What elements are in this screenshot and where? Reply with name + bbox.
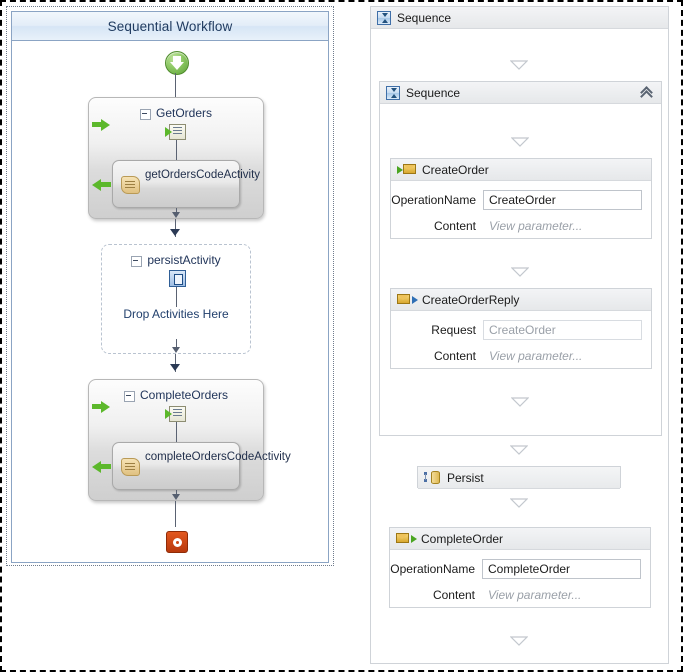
activity-getorderscodeactivity[interactable]: getOrdersCodeActivity: [112, 160, 261, 208]
persist-icon: [424, 470, 441, 485]
property-link-content[interactable]: View parameter...: [488, 588, 582, 602]
activity-createorder-header[interactable]: CreateOrder: [391, 159, 651, 181]
out-arrow-stem: [101, 464, 111, 469]
activity-persistactivity[interactable]: persistActivity Drop Activities Here: [101, 244, 251, 354]
drop-target-triangle-icon[interactable]: [511, 267, 529, 277]
property-link-content[interactable]: View parameter...: [489, 219, 583, 233]
activity-completeorders[interactable]: CompleteOrders completeOrdersCodeActivit…: [88, 379, 291, 501]
connector-line: [176, 422, 177, 443]
property-label-operationname: OperationName: [391, 193, 476, 207]
property-input-operationname[interactable]: CreateOrder: [483, 190, 642, 210]
out-arrow-icon: [92, 461, 101, 473]
connector-line: [175, 501, 176, 527]
activity-getorders[interactable]: GetOrders getOrdersCodeActivity: [88, 97, 264, 219]
property-readonly-request[interactable]: CreateOrder: [483, 320, 642, 340]
activity-completeorderscodeactivity-label: completeOrdersCodeActivity: [145, 451, 291, 463]
property-label-content: Content: [433, 219, 476, 233]
sendreply-message-icon: [397, 293, 418, 306]
out-arrow-icon: [92, 179, 101, 191]
receive-sequence-icon: [165, 124, 186, 140]
drop-activities-placeholder: Drop Activities Here: [123, 307, 229, 321]
activity-persistactivity-header[interactable]: persistActivity: [102, 253, 250, 267]
sequence-root-label: Sequence: [397, 10, 452, 25]
sequence-inner-card[interactable]: Sequence CreateOrder OperationName Creat…: [379, 81, 662, 436]
property-row: Content View parameter...: [390, 582, 650, 608]
property-row: OperationName CreateOrder: [391, 187, 651, 213]
wf4-designer[interactable]: Sequence Sequence CreateOrder: [370, 6, 669, 664]
activity-createorder[interactable]: CreateOrder OperationName CreateOrder Co…: [390, 158, 652, 239]
workflow-title: Sequential Workflow: [11, 11, 329, 41]
activity-persist-header[interactable]: Persist: [418, 467, 620, 489]
property-label-request: Request: [431, 323, 476, 337]
drop-target-triangle-icon[interactable]: [510, 60, 528, 70]
property-row: OperationName CompleteOrder: [390, 556, 650, 582]
receive-message-icon: [397, 163, 416, 176]
activity-persist-label: Persist: [447, 470, 484, 485]
sequence-icon: [377, 10, 391, 25]
in-arrow-icon: [101, 119, 110, 131]
connector-line: [176, 140, 177, 161]
activity-createorder-label: CreateOrder: [422, 162, 489, 177]
connector-arrow: [172, 347, 180, 353]
drop-target-triangle-icon[interactable]: [510, 636, 528, 646]
activity-getorders-label: GetOrders: [155, 106, 212, 120]
connector-line: [176, 339, 177, 351]
activity-completeorder[interactable]: CompleteOrder OperationName CompleteOrde…: [389, 527, 651, 608]
activity-persist[interactable]: Persist: [417, 466, 621, 489]
activity-createorderreply-label: CreateOrderReply: [422, 292, 520, 307]
connector-arrow: [170, 229, 180, 236]
collapse-expander-icon[interactable]: [139, 108, 151, 120]
sequence-inner-body[interactable]: CreateOrder OperationName CreateOrder Co…: [380, 104, 661, 435]
property-row: Content View parameter...: [391, 343, 651, 369]
property-label-content: Content: [433, 349, 476, 363]
sequence-inner-label: Sequence: [406, 85, 461, 100]
property-label-operationname: OperationName: [390, 562, 475, 576]
chevron-up-icon[interactable]: [641, 86, 654, 99]
sequence-inner-header[interactable]: Sequence: [380, 82, 661, 104]
connector-line: [175, 354, 176, 372]
receive-sequence-icon: [165, 406, 186, 422]
persist-blue-icon: [169, 270, 186, 287]
activity-completeorder-header[interactable]: CompleteOrder: [390, 528, 650, 550]
drop-target-triangle-icon[interactable]: [510, 498, 528, 508]
drop-target-triangle-icon[interactable]: [510, 445, 528, 455]
drop-target-triangle-icon[interactable]: [511, 137, 529, 147]
activity-persistactivity-label: persistActivity: [147, 253, 221, 267]
activity-completeorders-header[interactable]: CompleteOrders: [89, 388, 263, 402]
connector-line: [175, 219, 176, 237]
code-scroll-icon: [121, 176, 140, 194]
in-arrow-stem: [92, 122, 102, 127]
stop-red-circle-icon[interactable]: [166, 531, 188, 553]
collapse-expander-icon[interactable]: [123, 390, 135, 402]
start-green-arrow-icon[interactable]: [165, 51, 189, 75]
receive-message-icon: [396, 532, 417, 545]
sequence-icon: [386, 85, 400, 100]
code-scroll-icon: [121, 458, 140, 476]
sequence-root-header[interactable]: Sequence: [371, 7, 668, 29]
out-arrow-stem: [101, 182, 111, 187]
connector-arrow: [170, 364, 180, 371]
activity-completeorder-label: CompleteOrder: [421, 531, 504, 546]
connector-line: [176, 287, 177, 307]
collapse-expander-icon[interactable]: [131, 255, 143, 267]
sequential-workflow-designer[interactable]: Sequential Workflow GetOrders getOrdersC…: [6, 6, 334, 566]
activity-completeorderscodeactivity[interactable]: completeOrdersCodeActivity: [112, 442, 291, 490]
in-arrow-icon: [101, 401, 110, 413]
property-row: Content View parameter...: [391, 213, 651, 239]
in-arrow-stem: [92, 404, 102, 409]
activity-completeorders-label: CompleteOrders: [139, 388, 229, 402]
drop-target-triangle-icon[interactable]: [511, 397, 529, 407]
property-label-content: Content: [432, 588, 475, 602]
activity-createorderreply-header[interactable]: CreateOrderReply: [391, 289, 651, 311]
connector-arrow: [172, 212, 180, 218]
activity-createorderreply[interactable]: CreateOrderReply Request CreateOrder Con…: [390, 288, 652, 369]
connector-line: [175, 73, 176, 99]
activity-getorderscodeactivity-label: getOrdersCodeActivity: [145, 169, 261, 181]
activity-getorders-header[interactable]: GetOrders: [89, 106, 263, 120]
property-link-content[interactable]: View parameter...: [489, 349, 583, 363]
property-row: Request CreateOrder: [391, 317, 651, 343]
connector-arrow: [172, 494, 180, 500]
property-input-operationname[interactable]: CompleteOrder: [482, 559, 641, 579]
